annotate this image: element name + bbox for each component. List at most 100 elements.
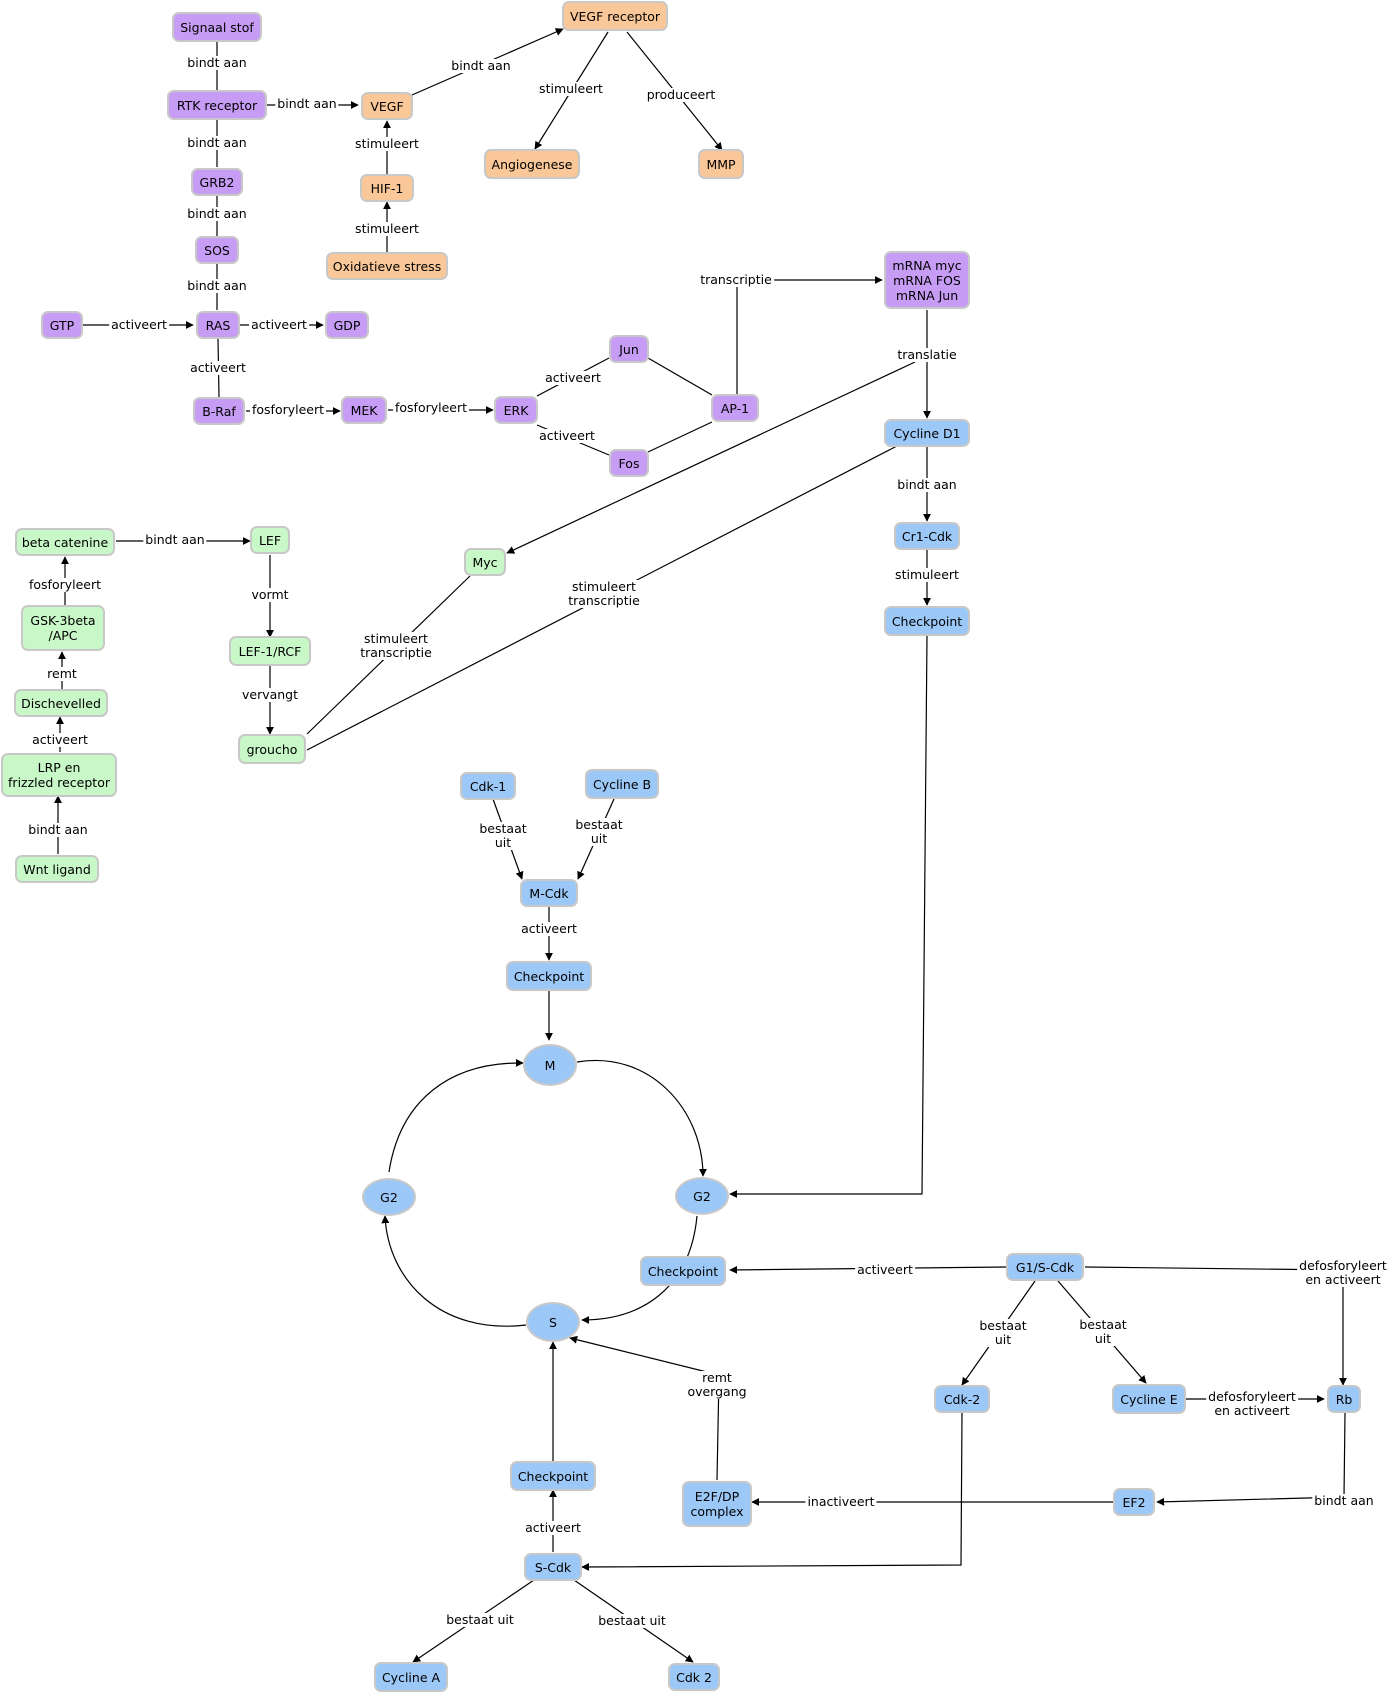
node-g2-left[interactable]: G2 — [362, 1178, 416, 1216]
edge-label-e2f-s: remt overgang — [685, 1370, 749, 1399]
node-myc[interactable]: Myc — [464, 548, 506, 576]
node-m-phase[interactable]: M — [523, 1044, 577, 1086]
node-gsk3beta-apc[interactable]: GSK-3beta /APC — [21, 605, 105, 651]
edge-label-erk-fos: activeert — [537, 428, 597, 443]
node-cycline-b[interactable]: Cycline B — [585, 769, 659, 799]
edge-rb-ef2 — [1156, 1412, 1346, 1506]
edge-label-g1s-cyce: bestaat uit — [1077, 1317, 1129, 1346]
node-cdk2-mid[interactable]: Cdk-2 — [934, 1385, 990, 1413]
node-cycline-a[interactable]: Cycline A — [374, 1662, 448, 1692]
edge-label-g1s-rb: defosforyleert en activeert — [1297, 1258, 1387, 1287]
edge-checkpoint-g2 — [729, 635, 928, 1198]
node-mmp[interactable]: MMP — [698, 149, 744, 179]
node-lef[interactable]: LEF — [250, 526, 290, 554]
node-checkpoint-sbottom[interactable]: Checkpoint — [510, 1461, 596, 1491]
node-cr1-cdk[interactable]: Cr1-Cdk — [894, 522, 960, 550]
node-checkpoint-g1[interactable]: Checkpoint — [884, 606, 970, 636]
node-mrna[interactable]: mRNA myc mRNA FOS mRNA Jun — [884, 251, 970, 309]
node-gtp[interactable]: GTP — [41, 311, 83, 339]
node-grb2[interactable]: GRB2 — [191, 168, 243, 196]
edge-label-ap1-mrna: transcriptie — [698, 272, 774, 287]
edge-cdk2-scdk — [581, 1412, 963, 1571]
node-g1s-cdk[interactable]: G1/S-Cdk — [1006, 1253, 1084, 1281]
node-ef2[interactable]: EF2 — [1113, 1488, 1155, 1516]
edge-label-mcdk-checkpoint: activeert — [519, 921, 579, 936]
node-jun[interactable]: Jun — [609, 335, 649, 363]
edge-label-scdk-checkpoint: activeert — [523, 1520, 583, 1535]
edge-label-rtk-grb2: bindt aan — [185, 135, 249, 150]
node-lef1-rcf[interactable]: LEF-1/RCF — [229, 636, 311, 666]
edge-label-stress-hif: stimuleert — [353, 221, 421, 236]
edge-label-ras-gdp: activeert — [249, 317, 309, 332]
edge-label-lef1-groucho: vervangt — [239, 687, 301, 702]
edge-label-cycd1-groucho: stimuleert transcriptie — [566, 579, 642, 608]
edge-label-beta-lef: bindt aan — [143, 532, 207, 547]
edge-label-g1s-cdk2: bestaat uit — [977, 1318, 1029, 1347]
node-groucho[interactable]: groucho — [238, 734, 306, 764]
edge-label-cr1-checkpoint: stimuleert — [893, 567, 961, 582]
node-angiogenese[interactable]: Angiogenese — [484, 149, 580, 179]
node-rtk-receptor[interactable]: RTK receptor — [167, 90, 267, 120]
node-vegf[interactable]: VEGF — [361, 92, 413, 120]
node-ras[interactable]: RAS — [196, 311, 240, 339]
edge-label-disch-gsk: remt — [45, 666, 79, 681]
node-m-cdk[interactable]: M-Cdk — [520, 879, 578, 907]
node-lrp-frizzled[interactable]: LRP en frizzled receptor — [1, 753, 117, 797]
edge-label-g1s-checkpoint: activeert — [855, 1262, 915, 1277]
edge-label-ras-braf: activeert — [188, 360, 248, 375]
node-beta-catenine[interactable]: beta catenine — [15, 528, 115, 556]
edge-label-sos-ras: bindt aan — [185, 278, 249, 293]
node-e2f-dp[interactable]: E2F/DP complex — [682, 1481, 752, 1527]
edge-label-scdk-cdk2: bestaat uit — [596, 1613, 668, 1628]
edge-label-scdk-cyca: bestaat uit — [444, 1612, 516, 1627]
node-rb[interactable]: Rb — [1327, 1385, 1361, 1413]
node-sos[interactable]: SOS — [195, 236, 239, 264]
edge-s-g2left — [381, 1215, 527, 1327]
edge-label-signaal-rtk: bindt aan — [185, 55, 249, 70]
node-cycline-d1[interactable]: Cycline D1 — [884, 419, 970, 447]
edge-label-rtk-vegf: bindt aan — [275, 96, 339, 111]
edge-label-translatie: translatie — [895, 347, 959, 362]
edge-label-erk-jun: activeert — [543, 370, 603, 385]
edge-label-cycd1-cr1: bindt aan — [895, 477, 959, 492]
node-s-cdk[interactable]: S-Cdk — [524, 1553, 582, 1581]
node-dischevelled[interactable]: Dischevelled — [14, 689, 108, 717]
edge-label-mek-erk: fosforyleert — [392, 400, 470, 415]
edge-g2right-s — [581, 1215, 698, 1324]
edge-label-braf-mek: fosforyleert — [249, 402, 327, 417]
node-g2-right[interactable]: G2 — [675, 1177, 729, 1215]
edge-label-gsk-beta: fosforyleert — [26, 577, 104, 592]
node-cdk2-bottom[interactable]: Cdk 2 — [668, 1663, 720, 1691]
node-gdp[interactable]: GDP — [325, 311, 369, 339]
node-wnt-ligand[interactable]: Wnt ligand — [15, 855, 99, 883]
node-ap1[interactable]: AP-1 — [711, 394, 759, 422]
edge-label-lef-lef1: vormt — [249, 587, 291, 602]
node-hif1[interactable]: HIF-1 — [360, 174, 414, 202]
node-signaal-stof[interactable]: Signaal stof — [172, 12, 262, 42]
edge-label-lrp-disch: activeert — [30, 732, 90, 747]
node-cycline-e[interactable]: Cycline E — [1112, 1384, 1186, 1414]
node-b-raf[interactable]: B-Raf — [193, 397, 245, 425]
edge-label-receptor-angio: stimuleert — [537, 81, 605, 96]
edge-label-cycb-mcdk: bestaat uit — [573, 817, 625, 846]
node-erk[interactable]: ERK — [494, 396, 538, 424]
edge-label-rb-ef2: bindt aan — [1312, 1493, 1376, 1508]
node-fos[interactable]: Fos — [609, 449, 649, 477]
edge-label-vegf-receptor: bindt aan — [449, 58, 513, 73]
edge-jun-ap1 — [647, 357, 713, 396]
edge-label-grb2-sos: bindt aan — [185, 206, 249, 221]
edge-fos-ap1 — [647, 421, 713, 453]
edge-label-hif-vegf: stimuleert — [353, 136, 421, 151]
edge-label-wnt-lrp: bindt aan — [26, 822, 90, 837]
node-oxidatieve-stress[interactable]: Oxidatieve stress — [326, 252, 448, 280]
edge-label-cdk1-mcdk: bestaat uit — [477, 821, 529, 850]
edge-mrna-myc — [506, 361, 916, 554]
node-checkpoint-s[interactable]: Checkpoint — [640, 1256, 726, 1286]
node-checkpoint-m[interactable]: Checkpoint — [506, 961, 592, 991]
edge-label-receptor-mmp: produceert — [644, 87, 718, 102]
node-mek[interactable]: MEK — [341, 396, 387, 424]
node-cdk1[interactable]: Cdk-1 — [460, 772, 516, 800]
node-vegf-receptor[interactable]: VEGF receptor — [562, 1, 668, 31]
node-s-phase[interactable]: S — [526, 1302, 580, 1342]
